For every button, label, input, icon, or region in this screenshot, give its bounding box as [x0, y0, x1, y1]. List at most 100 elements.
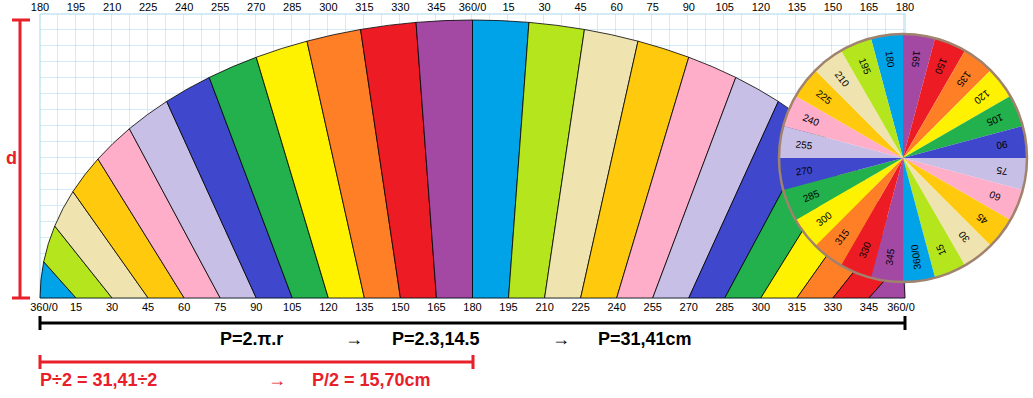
axis-label: 150 [824, 1, 842, 13]
axis-label-holder: 165 [860, 1, 878, 13]
axis-label: 75 [647, 1, 659, 13]
axis-label-holder: 30 [538, 1, 550, 13]
axis-label-holder: 15 [502, 1, 514, 13]
angle-label: 345 [883, 248, 896, 266]
formula-text: P÷2 = 31,41÷2 [40, 370, 157, 390]
axis-label: 270 [247, 1, 265, 13]
axis-label: 195 [67, 1, 85, 13]
axis-label-holder: 75 [647, 1, 659, 13]
axis-label: 195 [499, 301, 517, 313]
axis-label: 180 [463, 301, 481, 313]
axis-label: 165 [860, 1, 878, 13]
axis-label-holder: 240 [175, 1, 193, 13]
unrolled-circle [40, 20, 905, 298]
formula-text-holder: P=2.π.r [220, 329, 283, 349]
angle-label-holder: 270 [795, 165, 813, 178]
angle-label-holder: 90 [996, 139, 1008, 151]
angle-label-holder: 165 [910, 50, 923, 68]
formula-text-holder: P÷2 = 31,41÷2 [40, 370, 157, 390]
grid [40, 14, 905, 298]
axis-label: 255 [211, 1, 229, 13]
axis-label: 105 [283, 301, 301, 313]
angle-label-holder: 75 [996, 165, 1008, 177]
axis-label-holder: 225 [139, 1, 157, 13]
circle-sector [841, 38, 903, 158]
axis-label-holder: 240 [607, 301, 625, 313]
circle-sector [779, 158, 903, 190]
axis-label: 360/0 [887, 301, 915, 313]
axis-label: 255 [644, 301, 662, 313]
dimension-label: d [6, 148, 17, 168]
axis-label-holder: 90 [683, 1, 695, 13]
axis-label: 165 [427, 301, 445, 313]
axis-label-holder: 135 [788, 1, 806, 13]
axis-label: 105 [716, 1, 734, 13]
axis-label: 45 [142, 301, 154, 313]
axis-label: 345 [427, 1, 445, 13]
axis-label: 60 [178, 301, 190, 313]
axis-label: 300 [752, 301, 770, 313]
circle-rim [779, 34, 1027, 282]
angle-label: 255 [795, 138, 813, 151]
axis-label-holder: 360/0 [459, 1, 487, 13]
circle-sector [903, 126, 1027, 158]
axis-label-holder: 210 [535, 301, 553, 313]
axis-label-holder: 300 [319, 1, 337, 13]
color-circle [779, 34, 1027, 282]
axis-label-holder: 150 [391, 301, 409, 313]
axis-label-holder: 225 [571, 301, 589, 313]
axis-label: 330 [824, 301, 842, 313]
axis-label-holder: 165 [427, 301, 445, 313]
axis-label-holder: 180 [31, 1, 49, 13]
axis-label: 225 [139, 1, 157, 13]
formula-text-holder: → [268, 370, 286, 390]
half-perimeter-line [40, 355, 473, 369]
axis-label-holder: 75 [214, 301, 226, 313]
axis-label: 330 [391, 1, 409, 13]
perimeter-line [40, 316, 905, 330]
axis-label-holder: 15 [70, 301, 82, 313]
axis-label: 90 [683, 1, 695, 13]
axis-label: 180 [31, 1, 49, 13]
angle-label-holder: 345 [883, 248, 896, 266]
axis-label-holder: 105 [283, 301, 301, 313]
axis-label: 60 [611, 1, 623, 13]
axis-label: 270 [680, 301, 698, 313]
axis-label: 210 [535, 301, 553, 313]
axis-label: 120 [752, 1, 770, 13]
axis-label: 300 [319, 1, 337, 13]
axis-label-holder: 345 [427, 1, 445, 13]
formula-text: P=2.π.r [220, 329, 283, 349]
axis-label: 135 [355, 301, 373, 313]
axis-label: 45 [575, 1, 587, 13]
axis-label: 75 [214, 301, 226, 313]
axis-label: 150 [391, 301, 409, 313]
axis-label-holder: 60 [611, 1, 623, 13]
axis-label-holder: 360/0 [30, 301, 58, 313]
axis-label: 30 [538, 1, 550, 13]
axis-label: 285 [716, 301, 734, 313]
dimension-label-holder: d [6, 148, 17, 168]
formula-text: P/2 = 15,70cm [312, 370, 431, 390]
axis-label-holder: 300 [752, 301, 770, 313]
axis-label-holder: 120 [319, 301, 337, 313]
axis-label: 360/0 [30, 301, 58, 313]
axis-label: 240 [607, 301, 625, 313]
circle-sector [903, 158, 935, 282]
axis-label-holder: 105 [716, 1, 734, 13]
angle-label: 180 [883, 50, 896, 68]
axis-label-holder: 60 [178, 301, 190, 313]
axis-label: 345 [860, 301, 878, 313]
formula-text: → [552, 329, 570, 349]
axis-label: 360/0 [459, 1, 487, 13]
angle-label-holder: 255 [795, 138, 813, 151]
axis-label-holder: 270 [680, 301, 698, 313]
axis-label-holder: 315 [788, 301, 806, 313]
axis-label-holder: 30 [106, 301, 118, 313]
axis-label-holder: 255 [211, 1, 229, 13]
formula-text: → [345, 329, 363, 349]
axis-label-holder: 285 [716, 301, 734, 313]
axis-label-holder: 270 [247, 1, 265, 13]
axis-label: 135 [788, 1, 806, 13]
